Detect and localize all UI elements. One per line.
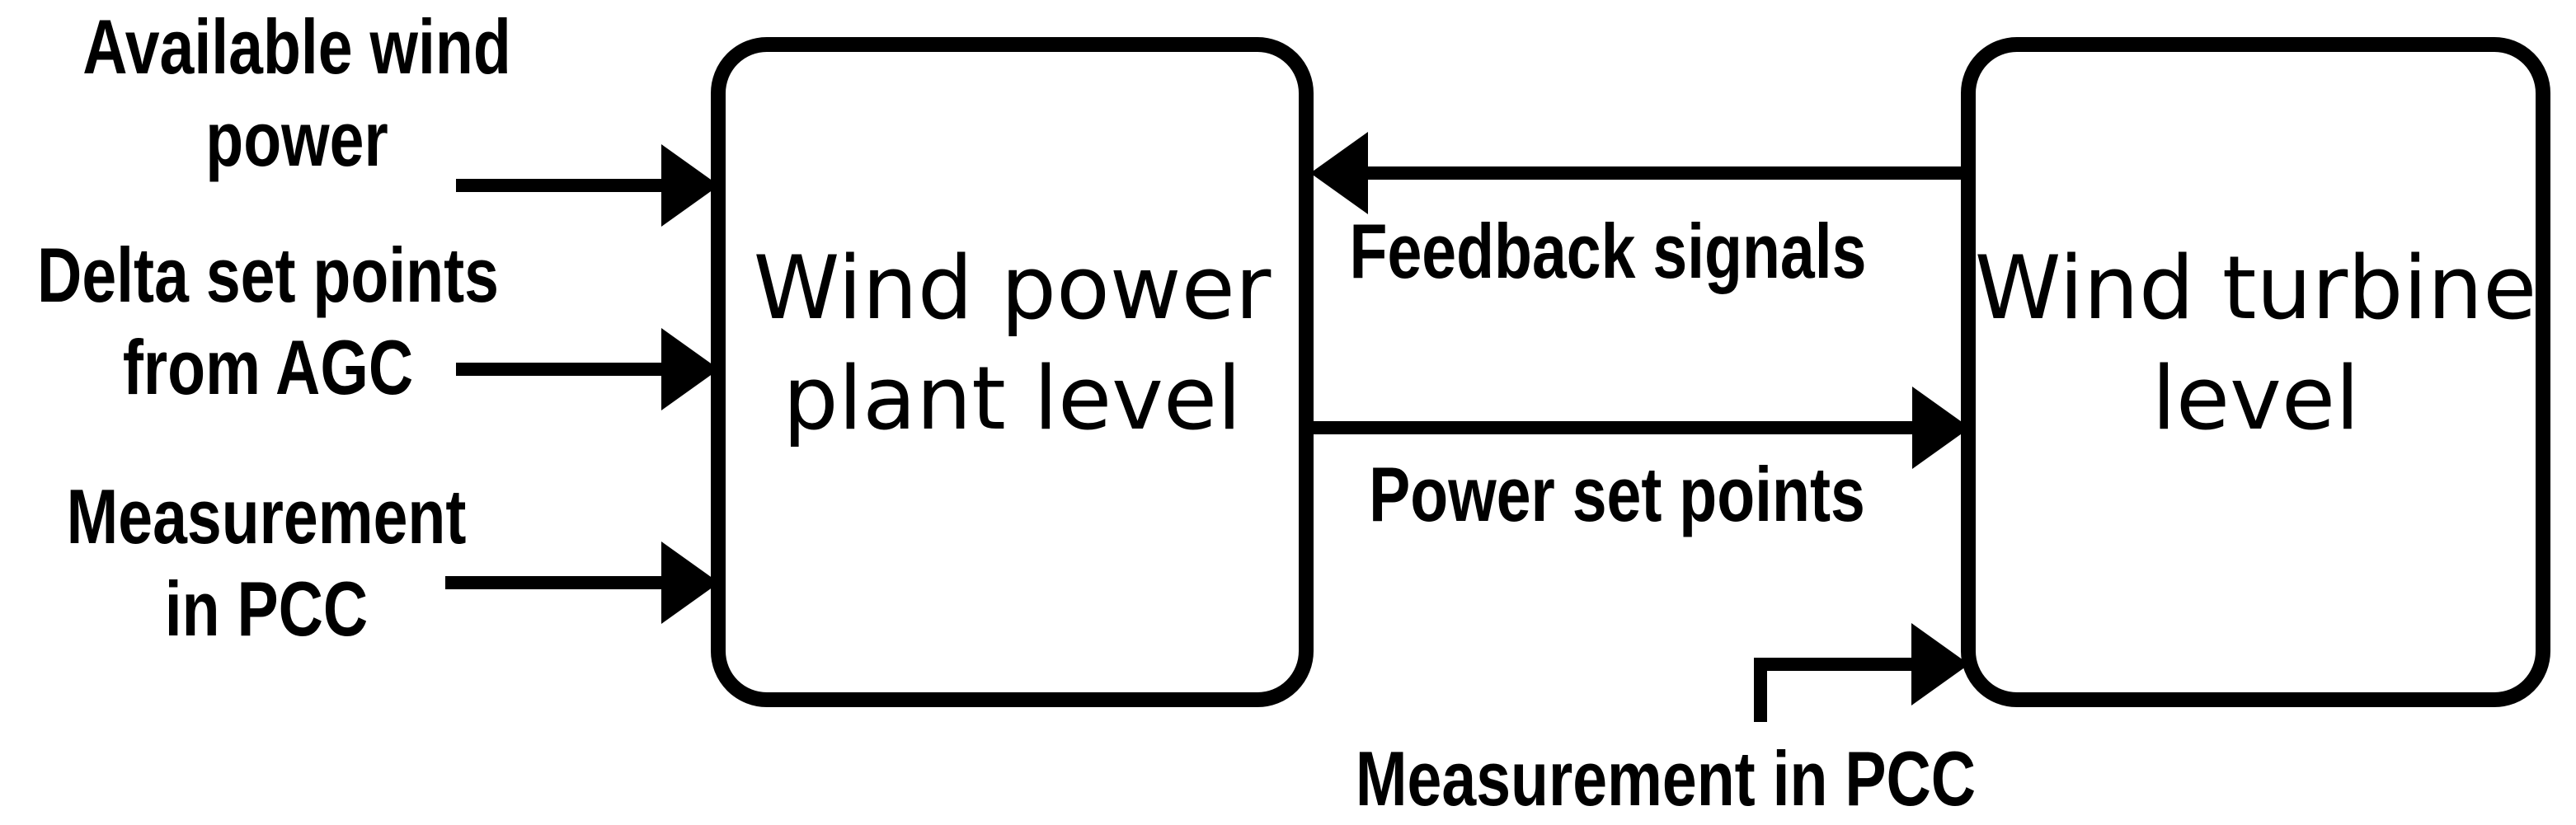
input-label-available-wind-power: Available wind power — [29, 1, 564, 185]
arrow-measurement-pcc-elbow — [1754, 623, 1969, 722]
flow-label-measurement-in-pcc: Measurement in PCC — [1278, 733, 2053, 825]
node-label-line-1: Wind power — [753, 237, 1272, 339]
input-line-1: Delta set points — [37, 232, 499, 318]
node-label-line-1: Wind turbine — [1974, 237, 2537, 339]
input-line-2: power — [205, 96, 388, 182]
node-label: Wind power plant level — [754, 233, 1272, 454]
input-line-2: from AGC — [122, 324, 414, 410]
node-label-line-2: level — [2151, 347, 2360, 449]
arrow-feedback-signals — [1310, 132, 1964, 214]
flow-label-text: Power set points — [1369, 451, 1865, 537]
node-label: Wind turbine level — [1975, 233, 2537, 454]
input-label-measurement-pcc: Measurement in PCC — [16, 471, 516, 655]
flow-label-text: Measurement in PCC — [1355, 735, 1977, 822]
input-line-1: Measurement — [66, 473, 467, 560]
node-label-line-2: plant level — [783, 347, 1242, 449]
input-label-text: Delta set points from AGC — [37, 229, 499, 414]
flow-label-power-set-points: Power set points — [1307, 448, 1927, 541]
input-line-1: Available wind — [82, 3, 511, 90]
input-label-text: Measurement in PCC — [67, 471, 467, 655]
flow-label-feedback-signals: Feedback signals — [1285, 205, 1931, 298]
node-wind-turbine-level: Wind turbine level — [1961, 37, 2550, 707]
arrowhead-left-icon — [1310, 132, 1368, 214]
input-label-text: Available wind power — [82, 1, 511, 185]
node-wind-power-plant-level: Wind power plant level — [711, 37, 1314, 707]
flow-label-text: Feedback signals — [1349, 208, 1867, 294]
input-line-2: in PCC — [164, 565, 369, 652]
input-label-delta-set-points: Delta set points from AGC — [0, 229, 557, 414]
